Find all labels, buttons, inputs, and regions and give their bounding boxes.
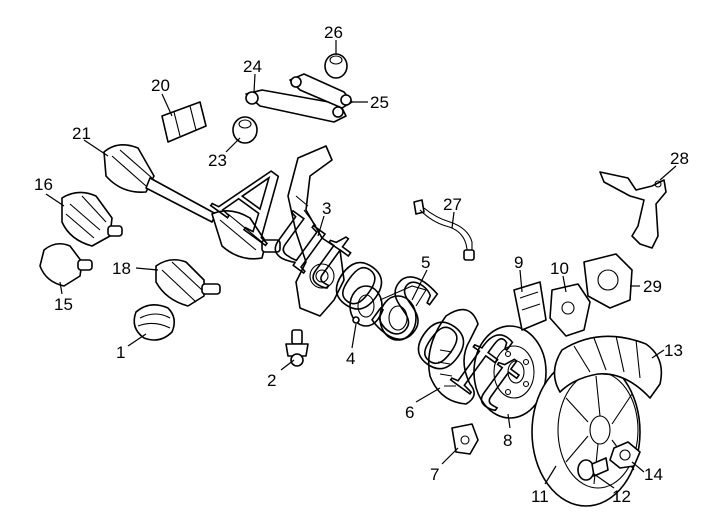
callout-15: 15	[54, 295, 73, 314]
callout-10: 10	[550, 259, 569, 278]
callout-26: 26	[324, 23, 343, 42]
watermark: AutoSoft	[197, 135, 547, 430]
callout-7: 7	[430, 465, 439, 484]
callout-1: 1	[116, 343, 125, 362]
callout-28: 28	[670, 149, 689, 168]
callout-25: 25	[370, 93, 389, 112]
part-2-ball-joint	[285, 329, 309, 367]
part-6-splash-shield	[427, 308, 479, 405]
callout-12: 12	[612, 487, 631, 506]
part-10-caliper-carrier	[549, 283, 591, 337]
part-5-wheel-bearing	[379, 285, 427, 341]
part-27-brake-hose	[413, 199, 475, 261]
callout-20: 20	[151, 76, 170, 95]
callout-24: 24	[243, 57, 262, 76]
callout-14: 14	[644, 465, 663, 484]
part-20-bushing-shell	[161, 101, 207, 143]
part-26-top-bushing	[324, 53, 348, 79]
part-7-bracket	[451, 423, 479, 455]
callout-2: 2	[267, 371, 276, 390]
part-11-wheel-rim	[531, 357, 641, 507]
part-12-wheel-bolt	[577, 457, 609, 481]
callout-27: 27	[443, 195, 462, 214]
part-8-brake-disc	[473, 325, 547, 419]
watermark-text: AutoSoft	[198, 135, 546, 429]
part-25-upper-link	[289, 73, 353, 109]
callout-21: 21	[72, 124, 91, 143]
part-24-upper-control-arm	[245, 89, 347, 123]
part-16-cv-joint-boot	[61, 191, 123, 247]
part-14-centre-cap	[609, 441, 641, 469]
callout-5: 5	[421, 253, 430, 272]
callout-3: 3	[322, 199, 331, 218]
callout-13: 13	[664, 341, 683, 360]
callout-9: 9	[514, 253, 523, 272]
part-21-drive-shaft	[103, 144, 281, 260]
part-1-cv-boot	[133, 304, 176, 341]
callout-6: 6	[405, 403, 414, 422]
part-23-rubber-mount	[232, 116, 258, 144]
callout-18: 18	[112, 259, 131, 278]
callout-8: 8	[503, 431, 512, 450]
callout-11: 11	[531, 487, 549, 506]
callout-16: 16	[34, 175, 53, 194]
part-4-wheel-hub	[349, 285, 383, 327]
part-15-outer-cv-joint	[39, 242, 93, 287]
part-29-brake-caliper	[583, 253, 633, 309]
part-18-inner-boot	[155, 258, 221, 307]
leader-lines	[45, 40, 677, 489]
part-3-steering-knuckle	[287, 145, 345, 317]
callout-23: 23	[208, 151, 227, 170]
part-13-tyre	[553, 335, 663, 399]
callout-4: 4	[346, 349, 355, 368]
part-9-brake-pads	[513, 281, 547, 331]
callout-numbers: 1 2 3 4 5 6 7 8 9 10 11 12 13 14 15 16 1…	[34, 23, 689, 506]
part-28-brake-line-bracket	[599, 171, 667, 249]
callout-29: 29	[643, 277, 662, 296]
